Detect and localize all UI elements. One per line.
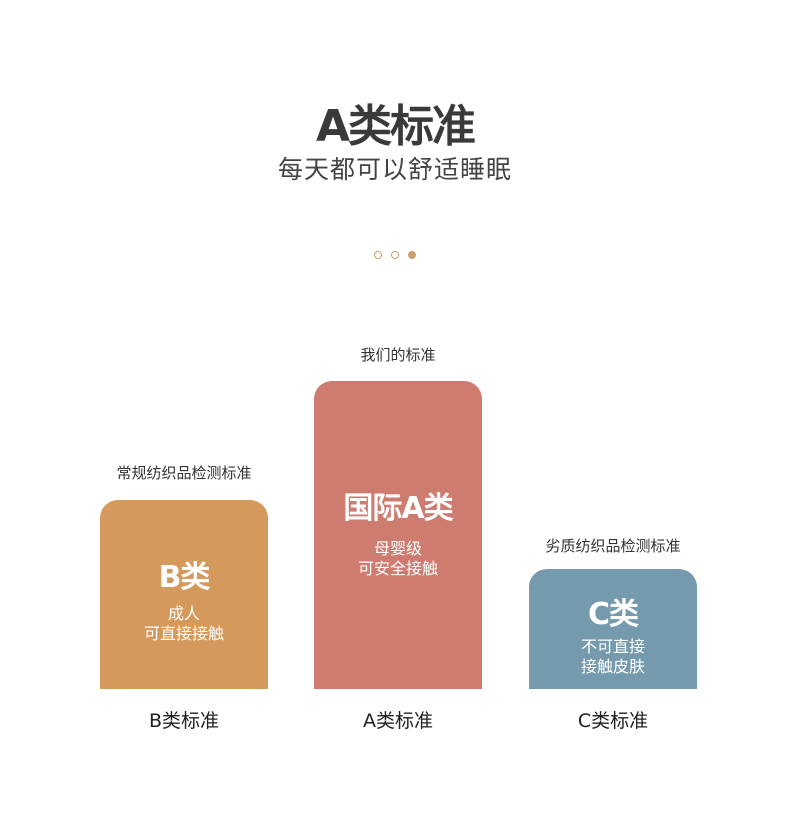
b-grade: B类 bbox=[158, 560, 211, 595]
a-desc-2: 可安全接触 bbox=[357, 559, 438, 578]
c-desc-2: 接触皮肤 bbox=[580, 657, 645, 676]
b-grade-block: B类 成人 可直接接触 bbox=[100, 500, 268, 689]
a-desc-1: 母婴级 bbox=[373, 539, 422, 558]
page-subtitle: 每天都可以舒适睡眠 bbox=[277, 155, 512, 184]
page-title: A类标准 bbox=[315, 101, 476, 152]
c-grade-block: C类 不可直接 接触皮肤 bbox=[529, 569, 697, 689]
a-grade: 国际A类 bbox=[343, 491, 453, 526]
b-desc-1: 成人 bbox=[167, 604, 200, 623]
pager-dot bbox=[374, 251, 382, 259]
a-label: A类标准 bbox=[363, 710, 433, 732]
c-caption: 劣质纺织品检测标准 bbox=[545, 537, 681, 555]
pager-dot-active bbox=[408, 251, 416, 259]
a-grade-block: 国际A类 母婴级 可安全接触 bbox=[314, 381, 482, 689]
a-caption: 我们的标准 bbox=[360, 346, 436, 364]
b-label: B类标准 bbox=[148, 710, 220, 732]
pager-dot bbox=[391, 251, 399, 259]
c-desc-1: 不可直接 bbox=[580, 637, 645, 656]
c-label: C类标准 bbox=[577, 710, 649, 732]
b-desc-2: 可直接接触 bbox=[143, 624, 224, 643]
c-grade: C类 bbox=[587, 597, 639, 632]
b-caption: 常规纺织品检测标准 bbox=[116, 464, 252, 482]
pager-dots bbox=[0, 251, 790, 259]
